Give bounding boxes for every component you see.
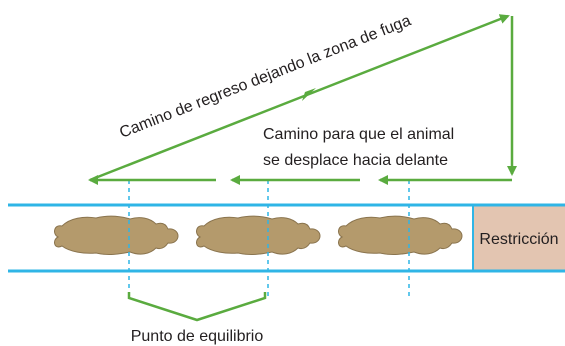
cow-2 [196,215,321,256]
balance-bracket [127,292,267,322]
balance-point-label: Punto de equilibrio [131,328,264,345]
return-path-mid-arrowhead [302,88,316,101]
forward-path-label-line1: Camino para que el animal [263,126,454,143]
forward-path-label-line2: se desplace hacia delante [263,152,448,169]
return-path-line [89,14,510,182]
restriction-box [473,205,565,271]
cow-3 [338,215,463,256]
restriction-label: Restricción [479,231,558,248]
cow-1 [54,215,179,256]
return-path-label: Camino de regreso dejando la zona de fug… [117,12,413,141]
